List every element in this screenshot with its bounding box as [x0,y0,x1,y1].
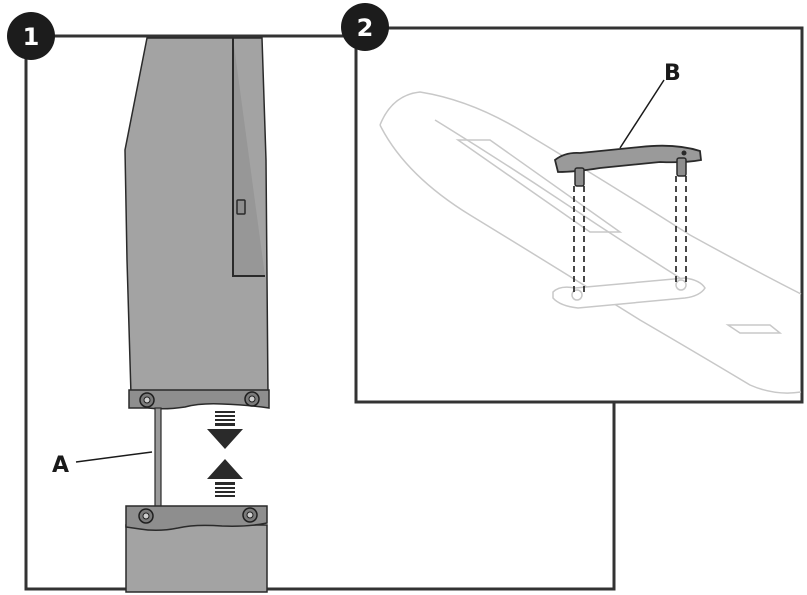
bridge-part [553,144,702,187]
step-number-1: 1 [23,23,40,51]
label-a: A [52,453,69,478]
lower-mast-cap [125,505,268,532]
arrow-up-icon [207,459,243,497]
step-number-2: 2 [357,14,374,42]
bridge-pin [574,167,585,187]
label-b-leader [619,79,665,149]
wing-mount [552,277,706,309]
arrow-down-icon [207,411,243,449]
screw-icon [139,392,155,408]
panel-2: B [354,26,804,404]
connecting-rod [154,407,162,509]
upper-mast-section [124,37,270,410]
lower-mast-section [125,505,268,593]
bridge-pin [676,157,687,177]
wing [379,91,802,394]
step-badge-2: 2 [341,3,389,51]
alignment-lines [573,176,687,292]
step-badge-1: 1 [7,12,55,60]
panel-2-frame [354,26,804,404]
screw-icon [244,391,260,407]
label-b: B [664,61,681,86]
screw-icon [242,507,258,523]
slot-tab [236,199,246,215]
screw-icon [138,508,154,524]
label-a-leader [75,451,153,463]
mast-slot [232,38,265,277]
